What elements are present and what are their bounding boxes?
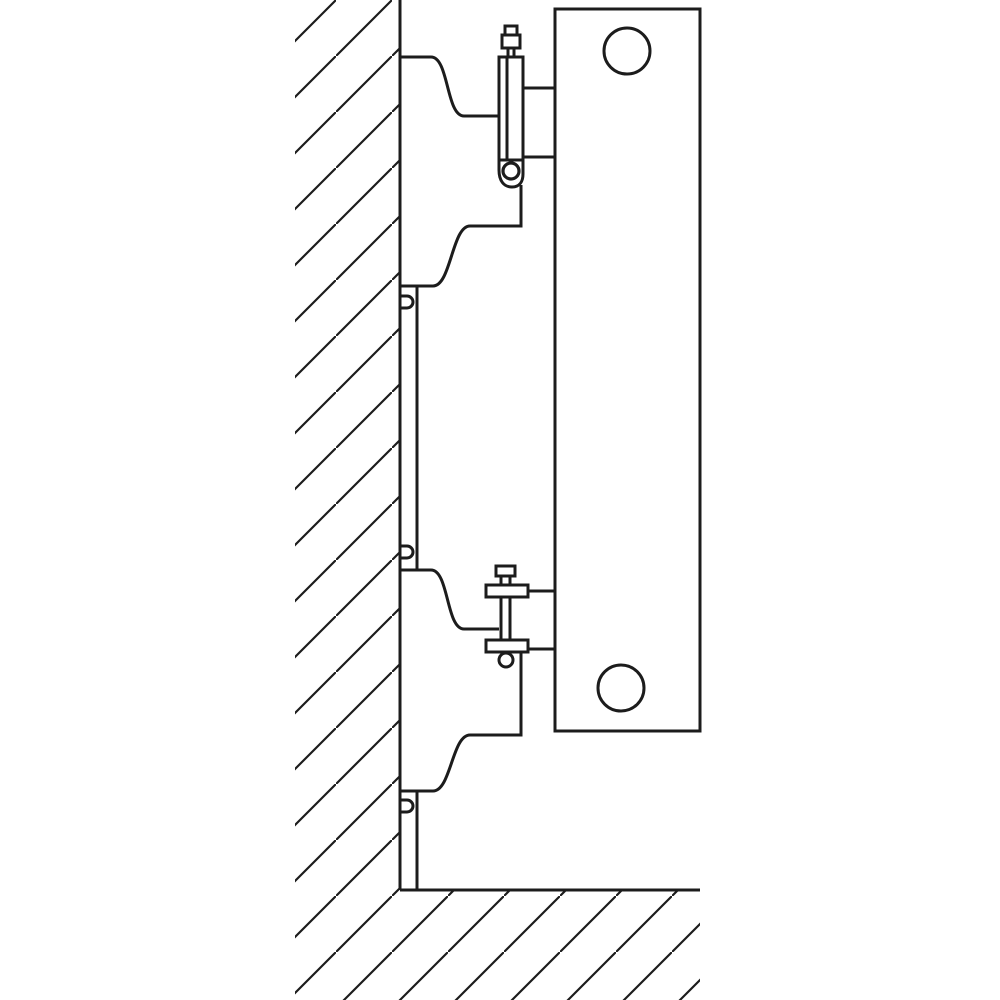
wall-hatch xyxy=(295,0,400,890)
clamp-lower-plate xyxy=(484,638,530,654)
radiator-panel xyxy=(553,7,702,733)
radiator-bottom-channel xyxy=(596,663,646,713)
bolt-cap xyxy=(494,564,517,578)
radiator-body xyxy=(553,7,702,733)
lower-arm-bottom-edge xyxy=(400,652,523,793)
drawing-lines xyxy=(295,0,702,1000)
clamp-body xyxy=(497,55,525,162)
lower-bracket-arm xyxy=(400,568,523,793)
clamp-upper-plate xyxy=(484,583,530,599)
floor-hatch xyxy=(295,890,700,1000)
upper-fixing-clamp xyxy=(497,24,525,189)
rail-slot-bottom xyxy=(400,798,415,814)
clamp-hook xyxy=(497,160,525,189)
upper-bracket-arm xyxy=(400,55,523,288)
upper-arm-top-edge xyxy=(400,55,499,118)
rail-slot-middle xyxy=(400,544,415,560)
radiator-lower-lug xyxy=(528,589,555,651)
upper-arm-bottom-edge xyxy=(400,185,523,288)
radiator-upper-lug xyxy=(523,86,555,159)
radiator-top-channel xyxy=(602,26,652,76)
screw-head xyxy=(500,33,522,50)
lower-fixing-clamp xyxy=(484,564,530,669)
rail-slot-top xyxy=(400,294,415,310)
lower-arm-top-edge xyxy=(400,568,499,631)
bracket-rail xyxy=(400,286,419,890)
hook-pin xyxy=(501,161,521,181)
bolt-pin xyxy=(497,651,515,669)
